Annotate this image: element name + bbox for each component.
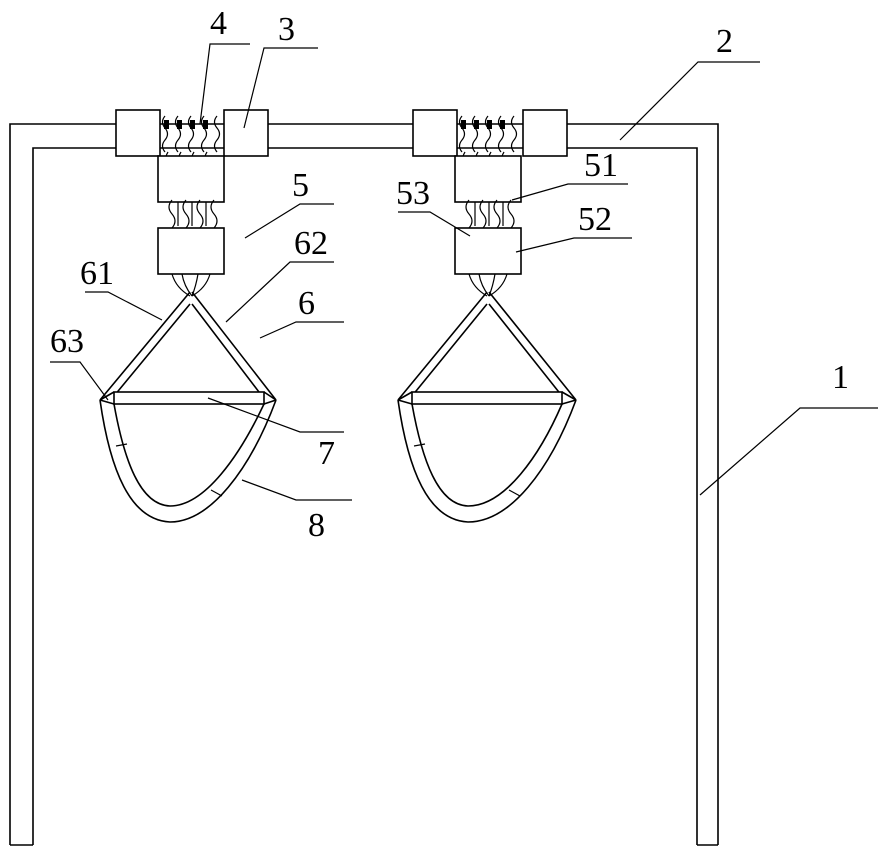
connector-block xyxy=(158,228,224,274)
connector-block xyxy=(455,228,521,274)
label-1: 1 xyxy=(832,359,849,396)
connector-block xyxy=(158,156,224,202)
label-2: 2 xyxy=(716,23,733,60)
label-6: 6 xyxy=(298,285,315,322)
hand-bar xyxy=(412,392,562,404)
connector-block xyxy=(455,156,521,202)
label-3: 3 xyxy=(278,11,295,48)
label-61: 61 xyxy=(80,255,114,292)
spring-coils xyxy=(466,200,514,228)
spring-coils xyxy=(169,200,217,228)
label-52: 52 xyxy=(578,201,612,238)
clamp-block xyxy=(224,110,268,156)
label-53: 53 xyxy=(396,175,430,212)
hanging-assembly-right xyxy=(398,110,576,522)
label-8: 8 xyxy=(308,507,325,544)
label-62: 62 xyxy=(294,225,328,262)
label-5: 5 xyxy=(292,167,309,204)
clamp-block xyxy=(413,110,457,156)
hand-bar xyxy=(114,392,264,404)
hanging-assembly-left xyxy=(100,110,276,522)
label-51: 51 xyxy=(584,147,618,184)
label-63: 63 xyxy=(50,323,84,360)
clamp-block xyxy=(523,110,567,156)
label-4: 4 xyxy=(210,5,227,42)
clamp-block xyxy=(116,110,160,156)
label-7: 7 xyxy=(318,435,335,472)
